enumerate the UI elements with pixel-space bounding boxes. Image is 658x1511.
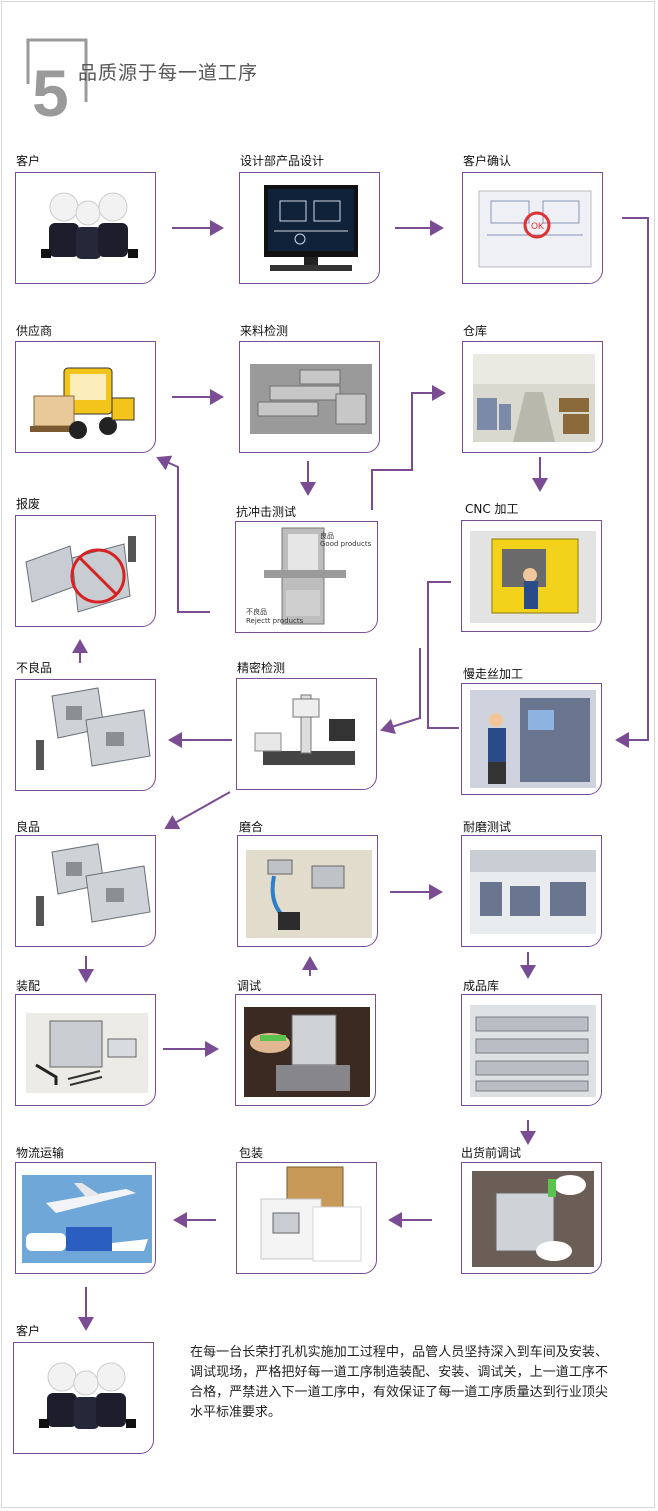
step-card-customer: [15, 172, 156, 284]
impact-reject-cn-label: 不良品: [246, 608, 267, 616]
business-people-image: [39, 1362, 136, 1429]
step-label-confirm: 客户确认: [463, 154, 512, 168]
step-label-wear: 耐磨测试: [463, 820, 512, 834]
step-label-customer-final: 客户: [16, 1324, 41, 1338]
quality-description: 在每一台长荣打孔机实施加工过程中，品管人员坚持深入到车间及安装、调试现场，严格把…: [190, 1345, 608, 1420]
step-card-debug: [235, 994, 376, 1106]
step-card-impact: [235, 521, 378, 633]
step-card-warehouse: [462, 341, 603, 453]
wire-edm-machine-image: [470, 690, 596, 788]
measuring-instrument-image: [254, 694, 355, 765]
impact-reject-en-label: Rejectt products: [246, 617, 304, 625]
step-card-good: [15, 835, 156, 947]
step-card-wear: [461, 835, 602, 947]
impact-good-cn-label: 良品: [320, 532, 334, 540]
step-label-logistics: 物流运输: [16, 1146, 65, 1160]
step-card-cnc: [461, 520, 602, 632]
impact-good-en-label: Good products: [320, 540, 372, 548]
assembly-parts-image: [26, 1013, 148, 1093]
defective-parts-image: [36, 687, 151, 770]
step-label-design: 设计部产品设计: [240, 154, 325, 168]
step-card-customer-final: [13, 1342, 154, 1454]
step-card-wire: [461, 683, 602, 795]
step-label-customer: 客户: [16, 154, 41, 168]
step-label-finished: 成品库: [463, 979, 500, 993]
step-label-incoming: 来料检测: [240, 324, 289, 338]
drawing-ok-image: OK: [478, 190, 592, 268]
step-label-wire: 慢走丝加工: [463, 667, 524, 681]
step-card-precision: [236, 678, 377, 790]
step-card-packing: [236, 1162, 377, 1274]
business-people-image: [41, 192, 138, 259]
cnc-machine-image: [470, 531, 596, 623]
step-label-predelivery: 出货前调试: [461, 1146, 522, 1160]
step-number-badge: 5: [26, 38, 88, 118]
step-label-grinding: 磨合: [239, 820, 264, 834]
step-label-debug: 调试: [237, 979, 262, 993]
step-label-supplier: 供应商: [16, 324, 53, 338]
test-workshop-image: [470, 850, 596, 934]
step-card-defective: [15, 679, 156, 791]
step-card-design: [239, 172, 380, 284]
svg-text:OK: OK: [531, 221, 544, 231]
step-card-scrap: [15, 515, 156, 627]
transport-image: [22, 1175, 152, 1263]
predelivery-debug-image: [472, 1171, 594, 1267]
step-label-good: 良品: [16, 820, 41, 834]
raw-material-image: [250, 364, 372, 434]
step-card-finished: [461, 994, 602, 1106]
packaging-image: [260, 1166, 362, 1262]
step-card-incoming: [239, 341, 380, 453]
step-card-supplier: [15, 341, 156, 453]
grinding-image: [246, 850, 372, 938]
debugging-image: [244, 1007, 370, 1097]
step-label-cnc: CNC 加工: [465, 502, 519, 516]
press-machine-image: [264, 527, 346, 625]
step-label-assembly: 装配: [16, 979, 41, 993]
step-card-confirm: OK: [462, 172, 603, 284]
svg-text:5: 5: [32, 56, 69, 118]
step-card-assembly: [15, 994, 156, 1106]
forklift-image: [30, 367, 135, 439]
step-label-packing: 包装: [239, 1146, 264, 1160]
step-label-defective: 不良品: [16, 661, 53, 675]
cad-monitor-image: [264, 185, 358, 271]
step-label-warehouse: 仓库: [463, 324, 488, 338]
step-label-scrap: 报废: [16, 497, 41, 511]
step-label-precision: 精密检测: [237, 661, 286, 675]
step-card-predelivery: [461, 1162, 602, 1274]
scrap-part-image: [25, 536, 136, 613]
step-card-grinding: [237, 835, 378, 947]
page-title: 品质源于每一道工序: [78, 62, 259, 84]
step-label-impact: 抗冲击测试: [236, 505, 297, 519]
good-parts-image: [36, 843, 151, 926]
warehouse-image: [473, 354, 595, 442]
step-card-logistics: [15, 1162, 156, 1274]
finished-goods-image: [470, 1005, 596, 1097]
